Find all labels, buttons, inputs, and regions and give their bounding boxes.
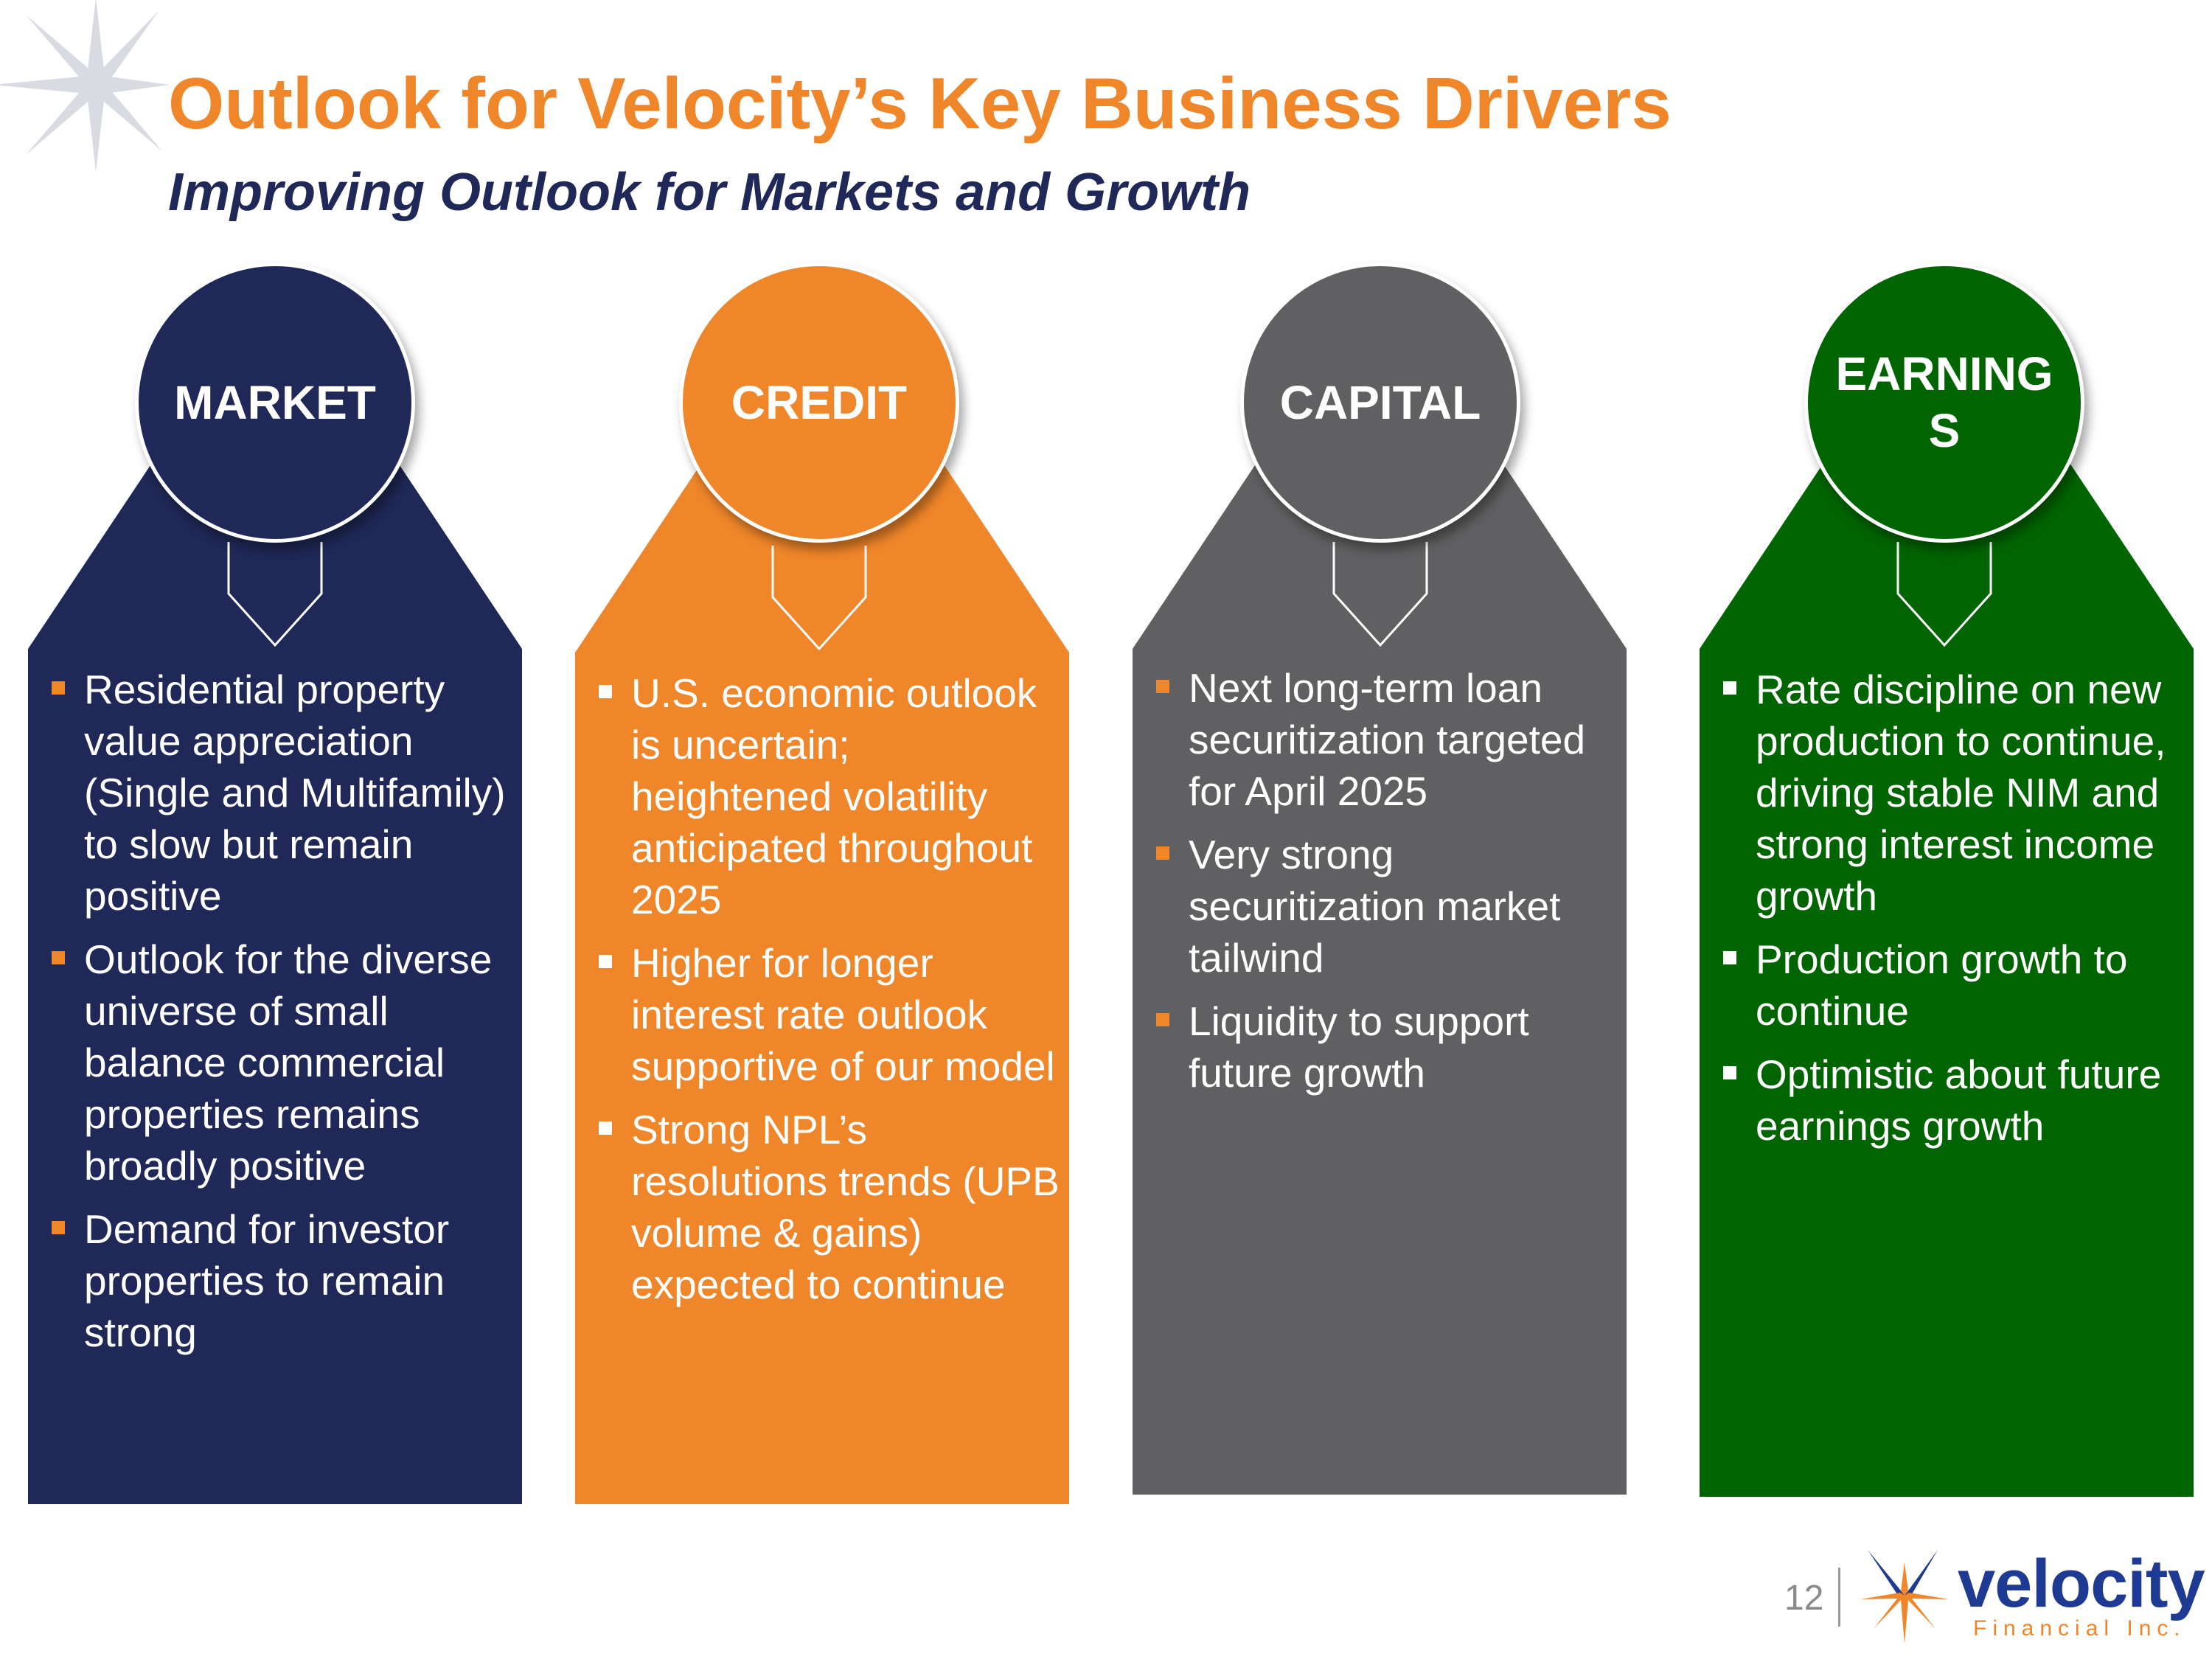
velocity-logo-star-icon xyxy=(1860,1550,1949,1644)
capital-bullets: Next long-term loan securitization targe… xyxy=(1147,662,1619,1110)
market-label: MARKET xyxy=(174,375,376,429)
bullet-text: Liquidity to support future growth xyxy=(1189,998,1529,1096)
bullet-square-icon xyxy=(52,1221,65,1234)
bullet-text: Next long-term loan securitization targe… xyxy=(1189,665,1586,814)
list-item: Higher for longer interest rate outlook … xyxy=(590,937,1062,1092)
bullet-text: U.S. economic outlook is uncertain; heig… xyxy=(631,670,1037,922)
bullet-square-icon xyxy=(599,685,612,698)
bullet-text: Residential property value appreciation … xyxy=(84,667,506,919)
credit-circle: CREDIT xyxy=(679,262,959,543)
bullet-text: Very strong securitization market tailwi… xyxy=(1189,832,1561,981)
credit-label: CREDIT xyxy=(731,375,908,429)
bullet-square-icon xyxy=(1723,681,1736,695)
capital-circle: CAPITAL xyxy=(1240,262,1520,543)
market-bullets: Residential property value appreciation … xyxy=(43,664,515,1370)
bullet-square-icon xyxy=(52,951,65,964)
capital-label: CAPITAL xyxy=(1279,375,1481,429)
list-item: Residential property value appreciation … xyxy=(43,664,515,922)
page-title: Outlook for Velocity’s Key Business Driv… xyxy=(168,63,1672,144)
credit-panel-shape xyxy=(575,453,1069,1504)
bullet-text: Production growth to continue xyxy=(1756,936,2128,1034)
bullet-text: Optimistic about future earnings growth xyxy=(1756,1051,2162,1149)
bullet-text: Demand for investor properties to remain… xyxy=(84,1206,450,1355)
bullet-square-icon xyxy=(599,1121,612,1135)
bullet-square-icon xyxy=(1156,680,1169,693)
market-circle: MARKET xyxy=(135,262,415,543)
column-capital: CAPITAL Next long-term loan securitizati… xyxy=(1133,258,1627,1512)
bullet-text: Strong NPL’s resolutions trends (UPB vol… xyxy=(631,1107,1060,1307)
column-market: MARKET Residential property value apprec… xyxy=(28,258,522,1512)
earnings-bullets: Rate discipline on new production to con… xyxy=(1714,664,2186,1164)
credit-bullets: U.S. economic outlook is uncertain; heig… xyxy=(590,667,1062,1322)
bullet-text: Higher for longer interest rate outlook … xyxy=(631,940,1055,1089)
capital-panel-shape xyxy=(1133,450,1627,1495)
page-subtitle: Improving Outlook for Markets and Growth xyxy=(168,163,1251,222)
starburst-decoration-icon xyxy=(0,0,170,172)
list-item: Outlook for the diverse universe of smal… xyxy=(43,933,515,1192)
list-item: Rate discipline on new production to con… xyxy=(1714,664,2186,922)
earnings-circle: EARNINGS xyxy=(1804,262,2084,543)
market-panel-shape xyxy=(28,450,522,1504)
page-number: 12 xyxy=(1784,1579,1824,1618)
list-item: Production growth to continue xyxy=(1714,933,2186,1037)
footer-divider xyxy=(1838,1568,1840,1627)
list-item: Optimistic about future earnings growth xyxy=(1714,1048,2186,1152)
bullet-text: Rate discipline on new production to con… xyxy=(1756,667,2166,919)
bullet-square-icon xyxy=(1156,846,1169,860)
bullet-square-icon xyxy=(1723,951,1736,964)
bullet-square-icon xyxy=(52,681,65,695)
earnings-label: EARNINGS xyxy=(1835,347,2053,457)
list-item: U.S. economic outlook is uncertain; heig… xyxy=(590,667,1062,925)
list-item: Next long-term loan securitization targe… xyxy=(1147,662,1619,817)
earnings-panel-shape xyxy=(1700,450,2194,1497)
list-item: Demand for investor properties to remain… xyxy=(43,1203,515,1358)
column-credit: CREDIT U.S. economic outlook is uncertai… xyxy=(575,258,1069,1512)
bullet-square-icon xyxy=(599,955,612,968)
bullet-square-icon xyxy=(1723,1066,1736,1079)
bullet-text: Outlook for the diverse universe of smal… xyxy=(84,936,493,1189)
velocity-logo-subtitle: Financial Inc. xyxy=(1973,1616,2186,1641)
bullet-square-icon xyxy=(1156,1013,1169,1026)
list-item: Liquidity to support future growth xyxy=(1147,995,1619,1099)
column-earnings: EARNINGS Rate discipline on new producti… xyxy=(1700,258,2194,1512)
list-item: Strong NPL’s resolutions trends (UPB vol… xyxy=(590,1104,1062,1310)
list-item: Very strong securitization market tailwi… xyxy=(1147,829,1619,984)
velocity-logo-text: velocity xyxy=(1958,1546,2205,1621)
